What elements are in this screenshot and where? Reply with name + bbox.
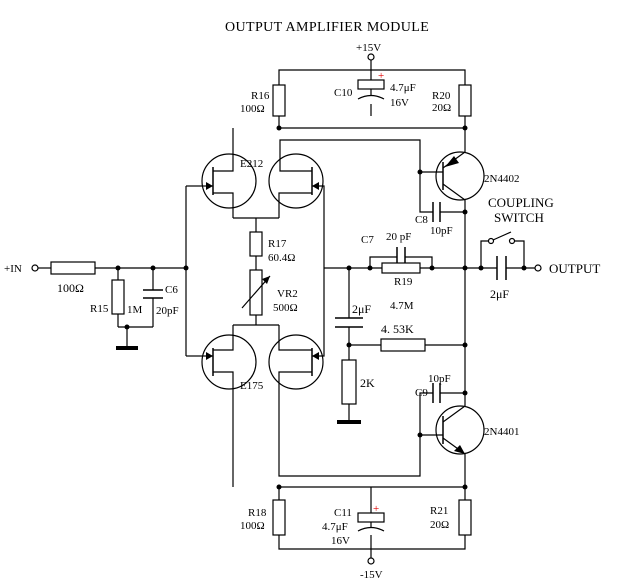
input-wiring: [38, 267, 186, 346]
output-wiring: [465, 240, 535, 280]
resistor-2k: [341, 359, 357, 405]
top-supply-rail: [278, 69, 466, 129]
vr2-value: 500Ω: [273, 302, 298, 314]
c11-label: C11: [334, 507, 352, 519]
c6-label: C6: [165, 284, 178, 296]
vr2-label: VR2: [277, 288, 298, 300]
capacitor-c11: +: [357, 503, 385, 532]
capacitor-c6: [143, 289, 163, 299]
r21-label: R21: [430, 505, 448, 517]
coupling-switch[interactable]: [487, 231, 516, 245]
input-terminal[interactable]: [31, 264, 39, 272]
r20-label: R20: [432, 90, 451, 102]
c8-value: 10pF: [430, 225, 453, 237]
r16-value: 100Ω: [240, 103, 265, 115]
capacitor-mid-2uf: [335, 317, 363, 328]
ground-symbol-input: [116, 346, 138, 350]
gate-bus: [185, 185, 200, 357]
resistor-r20: [458, 84, 472, 117]
r17-value: 60.4Ω: [268, 252, 295, 264]
positive-supply-label: +15V: [356, 42, 381, 54]
r15-value: 1M: [127, 304, 143, 316]
r17-label: R17: [268, 238, 287, 250]
q-bot-label: 2N4401: [484, 426, 519, 438]
q-top-label: 2N4402: [484, 173, 519, 185]
input-label: +IN: [4, 263, 22, 275]
r-2k-value: 2K: [360, 376, 375, 390]
negative-supply-terminal: [367, 549, 375, 565]
input-resistor-value: 100Ω: [57, 281, 84, 295]
r-453k-value: 4. 53K: [381, 322, 414, 336]
potentiometer-vr2: [241, 269, 271, 325]
positive-supply-terminal: [367, 53, 375, 70]
resistor-r17: [249, 231, 263, 257]
r19-label: R19: [394, 276, 413, 288]
output-terminal[interactable]: [534, 264, 542, 272]
r20-value: 20Ω: [432, 102, 451, 114]
capacitor-c8: [419, 172, 465, 222]
jfet-pair-e175: [200, 268, 443, 487]
switch-label-line1: COUPLING: [488, 195, 554, 210]
resistor-r15: [111, 279, 125, 315]
capacitor-c10: +: [357, 70, 385, 100]
svg-text:+: +: [373, 503, 379, 515]
resistor-r16: [272, 84, 286, 117]
c11-voltage: 16V: [331, 535, 350, 547]
c7-label: C7: [361, 234, 374, 246]
output-label: OUTPUT: [549, 261, 600, 276]
r21-value: 20Ω: [430, 519, 449, 531]
r16-label: R16: [251, 90, 270, 102]
c7-value: 20 pF: [386, 231, 411, 243]
resistor-4-53k: [380, 338, 426, 352]
transistor-2n4401: [435, 268, 485, 487]
transistor-2n4402: [435, 128, 485, 268]
e175-label: E175: [240, 380, 264, 392]
e212-label: E212: [240, 158, 263, 170]
negative-supply-label: -15V: [360, 569, 383, 581]
resistor-r21: [458, 499, 472, 536]
mid-cap-value: 2μF: [352, 302, 371, 316]
resistor-r18: [272, 499, 286, 536]
c11-value: 4.7μF: [322, 521, 348, 533]
c9-value: 10pF: [428, 373, 451, 385]
svg-text:+: +: [378, 70, 384, 82]
c6-value: 20pF: [156, 305, 179, 317]
r15-label: R15: [90, 303, 109, 315]
diagram-title: OUTPUT AMPLIFIER MODULE: [225, 20, 429, 35]
jfet-pair-e212: [200, 128, 443, 268]
r18-value: 100Ω: [240, 520, 265, 532]
switch-label-line2: SWITCH: [494, 210, 544, 225]
input-resistor: [50, 261, 96, 275]
output-cap-value: 2μF: [490, 287, 509, 301]
c10-voltage: 16V: [390, 97, 409, 109]
bottom-supply-rail: [278, 486, 466, 550]
r18-label: R18: [248, 507, 267, 519]
c10-label: C10: [334, 87, 353, 99]
r19-value: 4.7M: [390, 300, 414, 312]
capacitor-c9: [419, 383, 465, 435]
resistor-r19: [381, 262, 421, 274]
ground-symbol-mid: [337, 420, 361, 424]
c9-label: C9: [415, 387, 428, 399]
c8-label: C8: [415, 214, 428, 226]
c10-value: 4.7μF: [390, 82, 416, 94]
